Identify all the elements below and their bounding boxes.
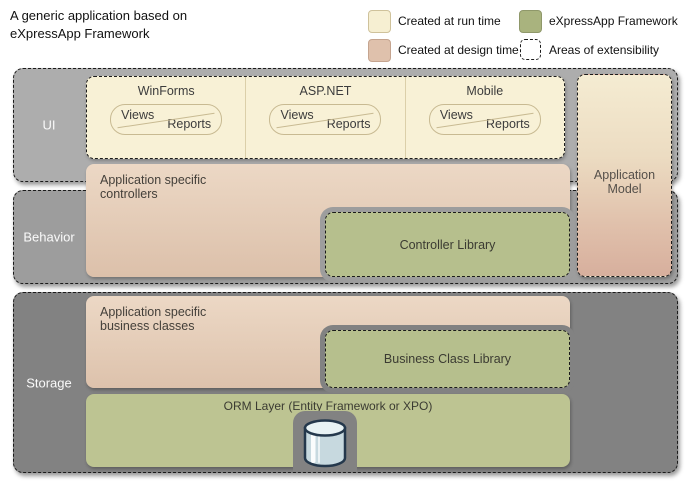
legend-label-runtime: Created at run time bbox=[398, 14, 501, 28]
views-label: Views bbox=[121, 108, 155, 122]
runtime-swatch-icon bbox=[368, 10, 391, 33]
platform-mobile: Mobile Views Reports bbox=[404, 77, 564, 158]
reports-label: Reports bbox=[167, 117, 212, 131]
platform-title: WinForms bbox=[137, 84, 195, 98]
views-reports-group: Views Reports bbox=[110, 104, 223, 135]
views-label: Views bbox=[280, 108, 314, 122]
application-model-box: Application Model bbox=[577, 74, 672, 277]
page-title: A generic application based on eXpressAp… bbox=[10, 8, 188, 42]
reports-label: Reports bbox=[326, 117, 371, 131]
controller-library-box: Controller Library bbox=[325, 212, 570, 277]
views-reports-group: Views Reports bbox=[428, 104, 541, 135]
views-label: Views bbox=[439, 108, 473, 122]
platform-winforms: WinForms Views Reports bbox=[87, 77, 245, 158]
business-class-library-box: Business Class Library bbox=[325, 330, 570, 388]
band-label-behavior: Behavior bbox=[23, 229, 75, 245]
framework-swatch-icon bbox=[519, 10, 542, 33]
ui-platforms-panel: WinForms Views Reports ASP.NET Views Rep… bbox=[86, 76, 565, 159]
reports-label: Reports bbox=[486, 117, 530, 131]
extensibility-swatch-icon bbox=[520, 39, 541, 60]
band-label-storage: Storage bbox=[26, 375, 72, 390]
band-label-ui: UI bbox=[42, 117, 56, 133]
legend-label-designtime: Created at design time bbox=[398, 43, 519, 57]
platform-title: Mobile bbox=[466, 84, 504, 98]
legend-label-framework: eXpressApp Framework bbox=[549, 14, 678, 28]
platform-aspnet: ASP.NET Views Reports bbox=[245, 77, 404, 158]
database-notch bbox=[293, 411, 357, 472]
designtime-swatch-icon bbox=[368, 39, 391, 62]
views-reports-group: Views Reports bbox=[269, 104, 382, 135]
legend-label-extensibility: Areas of extensibility bbox=[549, 43, 660, 57]
platform-title: ASP.NET bbox=[299, 84, 352, 98]
database-cylinder-icon bbox=[303, 419, 347, 468]
